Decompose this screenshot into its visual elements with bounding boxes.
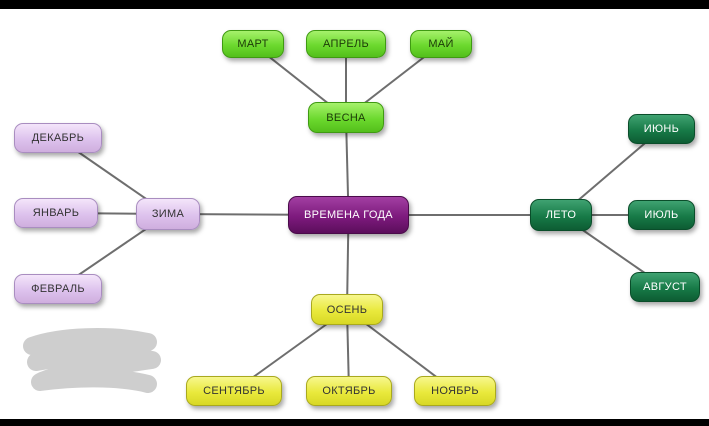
node-noyabr[interactable]: НОЯБРЬ xyxy=(414,376,496,406)
node-dekabr[interactable]: ДЕКАБРЬ xyxy=(14,123,102,153)
node-fevral[interactable]: ФЕВРАЛЬ xyxy=(14,274,102,304)
top-black-bar xyxy=(0,0,709,9)
node-leto[interactable]: ЛЕТО xyxy=(530,199,592,231)
node-mart[interactable]: МАРТ xyxy=(222,30,284,58)
node-yanvar[interactable]: ЯНВАРЬ xyxy=(14,198,98,228)
bottom-black-bar xyxy=(0,419,709,426)
node-vesna[interactable]: ВЕСНА xyxy=(308,102,384,133)
node-oktyabr[interactable]: ОКТЯБРЬ xyxy=(306,376,392,406)
node-osen[interactable]: ОСЕНЬ xyxy=(311,294,383,325)
node-aprel[interactable]: АПРЕЛЬ xyxy=(306,30,386,58)
node-avgust[interactable]: АВГУСТ xyxy=(630,272,700,302)
node-zima[interactable]: ЗИМА xyxy=(136,198,200,230)
node-iyun[interactable]: ИЮНЬ xyxy=(628,114,695,144)
node-center[interactable]: ВРЕМЕНА ГОДА xyxy=(288,196,409,234)
eraser-smudge xyxy=(23,328,161,393)
node-iyul[interactable]: ИЮЛЬ xyxy=(628,200,695,230)
node-may[interactable]: МАЙ xyxy=(410,30,472,58)
node-sentyabr[interactable]: СЕНТЯБРЬ xyxy=(186,376,282,406)
